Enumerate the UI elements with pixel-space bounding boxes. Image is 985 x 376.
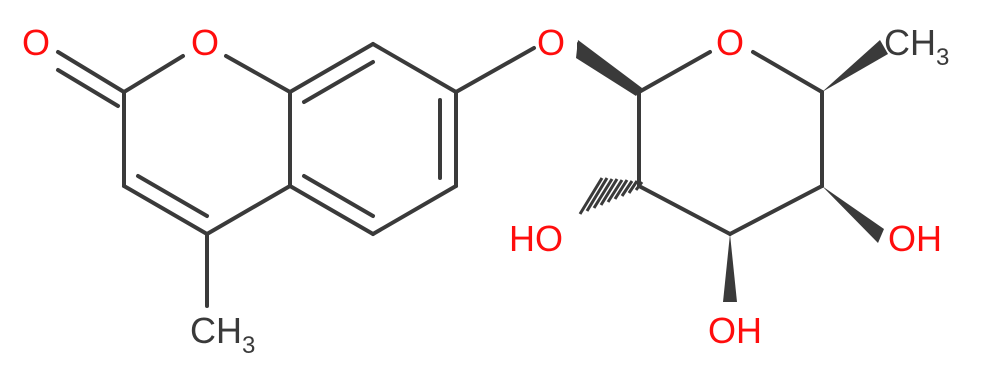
label-hydroxyl-bottom: OH <box>708 310 762 351</box>
bond-c8a-c8-a <box>288 42 375 94</box>
wedge-c5-methyl <box>822 40 888 92</box>
bond-c1-ringo <box>637 50 712 94</box>
bond-c5-c4a-a <box>288 184 375 236</box>
label-sugar-ring-oxygen: O <box>716 22 744 63</box>
bond-c5-c4a-b <box>302 174 375 218</box>
wedge-c4-oh <box>822 186 884 243</box>
bond-o1-c8a <box>224 54 292 94</box>
bond-c8a-c8-b <box>302 60 375 104</box>
bond-ringo-c5 <box>751 50 824 94</box>
bond-c7-ether <box>454 46 536 94</box>
bond-carbonyl-2 <box>56 68 120 108</box>
bond-c8-c7 <box>371 42 458 94</box>
wedge-ether-c1-fill <box>576 40 642 96</box>
bond-c3-c4s <box>728 184 824 236</box>
label-sugar-methyl: CH3 <box>884 22 949 71</box>
label-carbonyl-oxygen: O <box>22 22 50 63</box>
bond-carbonyl-1 <box>56 50 126 94</box>
label-hydroxyl-right: OH <box>888 218 942 259</box>
atom-labels: O O O O CH3 CH3 HO OH OH <box>22 22 949 359</box>
bond-c4-c4a <box>205 184 292 236</box>
hash-c2-ho <box>578 177 644 215</box>
wedge-c3-oh <box>723 234 737 302</box>
bond-c2-o1 <box>122 54 185 94</box>
bond-c3-c4-a <box>122 184 209 236</box>
label-ether-oxygen: O <box>537 22 565 63</box>
label-coumarin-ring-oxygen: O <box>191 22 219 63</box>
label-hydroxyl-left: HO <box>509 218 563 259</box>
label-coumarin-methyl: CH3 <box>190 310 255 359</box>
bonds <box>56 42 824 308</box>
bond-c6-c5 <box>371 184 458 236</box>
bond-c3-c4-b <box>136 174 209 218</box>
bond-c2-c3s <box>637 184 732 236</box>
stereo-bonds <box>576 40 888 302</box>
